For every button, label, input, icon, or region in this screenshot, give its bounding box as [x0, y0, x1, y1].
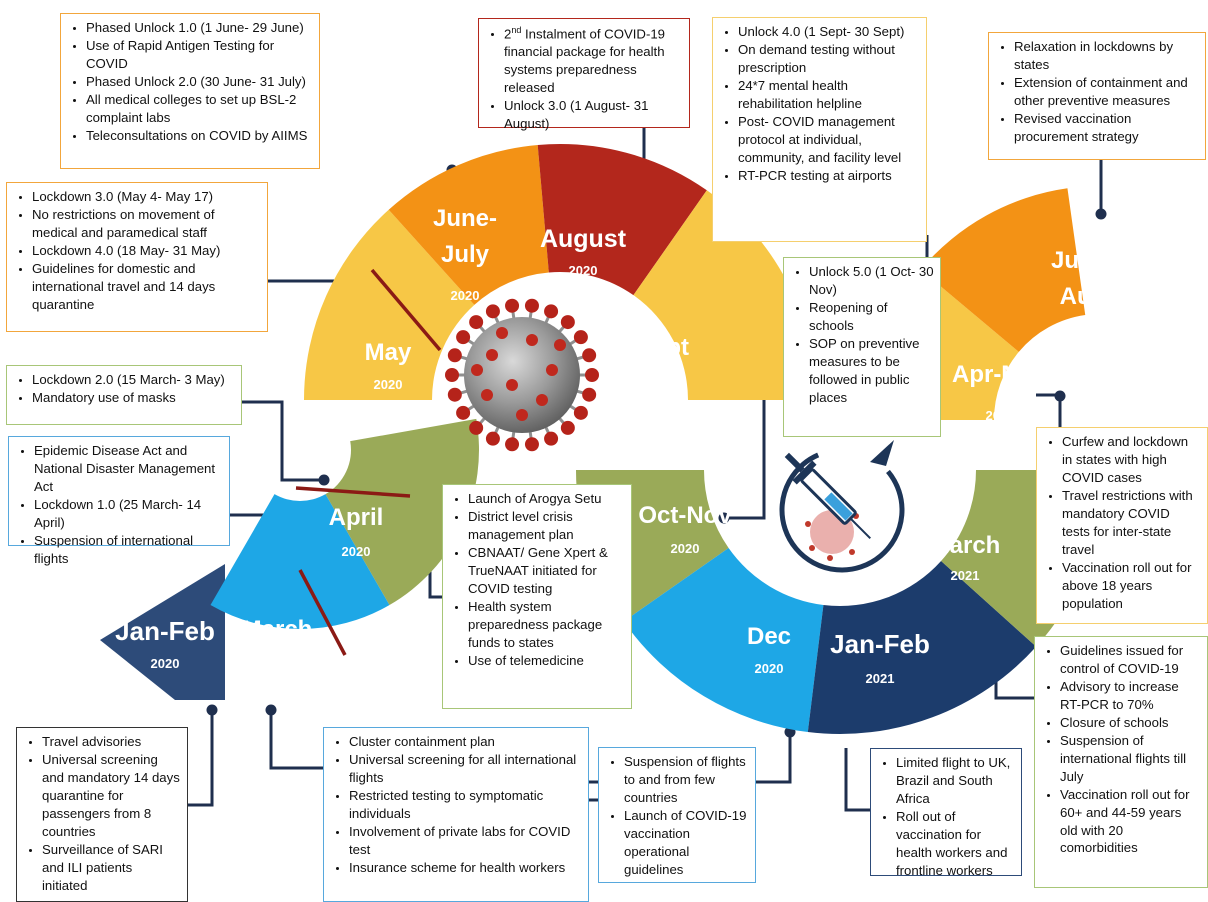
may-2020-box: Lockdown 3.0 (May 4- May 17)No restricti… — [6, 182, 268, 332]
list-item: Travel restrictions with mandatory COVID… — [1062, 487, 1201, 559]
list-item: Universal screening for all internationa… — [349, 751, 582, 787]
list-item: Use of telemedicine — [468, 652, 625, 670]
vaccine-syringe-icon — [779, 440, 905, 573]
list-item: 24*7 mental health rehabilitation helpli… — [738, 77, 920, 113]
list-item: Surveillance of SARI and ILI patients in… — [42, 841, 181, 895]
list-item: Suspension of international flights — [34, 532, 223, 568]
list-item: Curfew and lockdown in states with high … — [1062, 433, 1201, 487]
list-item: Involvement of private labs for COVID te… — [349, 823, 582, 859]
august-2020-item: 2nd Instalment of COVID-19 financial pac… — [504, 24, 683, 97]
list-item: Post- COVID management protocol at indiv… — [738, 113, 920, 167]
segment-year-label: 2020 — [151, 656, 180, 671]
list-item: Cluster containment plan — [349, 733, 582, 751]
list-item: Launch of Arogya Setu — [468, 490, 625, 508]
june-aug-2021-box: Relaxation in lockdowns by statesExtensi… — [988, 32, 1206, 160]
list-item: Lockdown 2.0 (15 March- 3 May) — [32, 371, 235, 389]
list-item: Use of Rapid Antigen Testing for COVID — [86, 37, 313, 73]
segment-month-label: May — [365, 339, 412, 366]
list-item: Suspension of international flights till… — [1060, 732, 1201, 786]
list-item: Guidelines issued for control of COVID-1… — [1060, 642, 1201, 678]
list-item: Unlock 4.0 (1 Sept- 30 Sept) — [738, 23, 920, 41]
segment-year-label: 2021 — [951, 568, 980, 583]
april-2020-box: Launch of Arogya SetuDistrict level cris… — [442, 484, 632, 709]
segment-year-label: 2021 — [866, 671, 895, 686]
list-item: Restricted testing to symptomatic indivi… — [349, 787, 582, 823]
list-item: Vaccination roll out for above 18 years … — [1062, 559, 1201, 613]
segment-month-label: Dec — [747, 623, 791, 650]
list-item: Travel advisories — [42, 733, 181, 751]
coronavirus-icon — [445, 298, 599, 452]
segment-month-label: June- — [1051, 247, 1115, 274]
segment-month-label: Sept — [637, 334, 689, 361]
list-item: Reopening of schools — [809, 299, 934, 335]
list-item: Relaxation in lockdowns by states — [1014, 38, 1199, 74]
list-item: No restrictions on movement of medical a… — [32, 206, 261, 242]
list-item: Epidemic Disease Act and National Disast… — [34, 442, 223, 496]
sept-2020-box: Unlock 4.0 (1 Sept- 30 Sept)On demand te… — [712, 17, 927, 242]
segment-year-label: 2021 — [1069, 324, 1098, 339]
segment-month-label: Jan-Feb — [830, 629, 930, 659]
jan-feb-2020-box: Travel advisoriesUniversal screening and… — [16, 727, 188, 902]
list-item: Insurance scheme for health workers — [349, 859, 582, 877]
list-item: Roll out of vaccination for health worke… — [896, 808, 1015, 880]
segment-month-label: August — [540, 225, 627, 253]
list-item: Unlock 5.0 (1 Oct- 30 Nov) — [809, 263, 934, 299]
august-2020-box: 2nd Instalment of COVID-19 financial pac… — [478, 18, 690, 131]
jan-feb-2021-box: Limited flight to UK, Brazil and South A… — [870, 748, 1022, 878]
list-item: Phased Unlock 1.0 (1 June- 29 June) — [86, 19, 313, 37]
segment-month-label: Jan-Feb — [115, 616, 215, 646]
list-item: Guidelines for domestic and internationa… — [32, 260, 261, 314]
march-2020-box: Cluster containment planUniversal screen… — [323, 727, 589, 902]
april-lockdown-2020-box: Lockdown 2.0 (15 March- 3 May)Mandatory … — [6, 365, 242, 425]
segment-month-label: June- — [433, 205, 497, 232]
list-item: Health system preparedness package funds… — [468, 598, 625, 652]
segment-year-label: 2020 — [374, 377, 403, 392]
segment-labels: Jan-Feb2020March2020April2020May2020June… — [115, 205, 1115, 686]
list-item: Vaccination roll out for 60+ and 44-59 y… — [1060, 786, 1201, 858]
segment-month-label: Oct-Nov — [638, 502, 732, 529]
segment-year-label: 2020 — [649, 372, 678, 387]
list-item: Lockdown 3.0 (May 4- May 17) — [32, 188, 261, 206]
segment-month-label: July — [441, 241, 490, 268]
segment-month-label: April — [329, 504, 384, 531]
segment-month-label: March — [930, 532, 1001, 559]
segment-year-label: 2020 — [342, 544, 371, 559]
list-item: Universal screening and mandatory 14 day… — [42, 751, 181, 841]
list-item: All medical colleges to set up BSL-2 com… — [86, 91, 313, 127]
oct-nov-2020-box: Unlock 5.0 (1 Oct- 30 Nov)Reopening of s… — [783, 257, 941, 437]
list-item: Suspension of flights to and from few co… — [624, 753, 749, 807]
list-item: Lockdown 1.0 (25 March- 14 April) — [34, 496, 223, 532]
list-item: Lockdown 4.0 (18 May- 31 May) — [32, 242, 261, 260]
segment-year-label: 2020 — [755, 661, 784, 676]
segment-month-label: March — [242, 616, 313, 643]
list-item: Revised vaccination procurement strategy — [1014, 110, 1199, 146]
list-item: Phased Unlock 2.0 (30 June- 31 July) — [86, 73, 313, 91]
march-2021-box: Guidelines issued for control of COVID-1… — [1034, 636, 1208, 888]
segment-year-label: 2020 — [569, 263, 598, 278]
segment-year-label: 2020 — [451, 288, 480, 303]
list-item: District level crisis management plan — [468, 508, 625, 544]
list-item: Teleconsultations on COVID by AIIMS — [86, 127, 313, 145]
segment-year-label: 2020 — [671, 541, 700, 556]
list-item: Launch of COVID-19 vaccination operation… — [624, 807, 749, 879]
dec-2020-box: Suspension of flights to and from few co… — [598, 747, 756, 883]
apr-may-2021-box: Curfew and lockdown in states with high … — [1036, 427, 1208, 624]
list-item: Mandatory use of masks — [32, 389, 235, 407]
list-item: On demand testing without prescription — [738, 41, 920, 77]
list-item: CBNAAT/ Gene Xpert & TrueNAAT initiated … — [468, 544, 625, 598]
list-item: Limited flight to UK, Brazil and South A… — [896, 754, 1015, 808]
list-item: Advisory to increase RT-PCR to 70% — [1060, 678, 1201, 714]
list-item: Extension of containment and other preve… — [1014, 74, 1199, 110]
august-2020-item: Unlock 3.0 (1 August- 31 August) — [504, 97, 683, 133]
list-item: RT-PCR testing at airports — [738, 167, 920, 185]
segment-month-label: Apr-May — [952, 361, 1049, 388]
list-item: SOP on preventive measures to be followe… — [809, 335, 934, 407]
segment-year-label: 2020 — [263, 654, 292, 669]
march-acts-2020-box: Epidemic Disease Act and National Disast… — [8, 436, 230, 566]
segment-year-label: 2021 — [986, 408, 1015, 423]
list-item: Closure of schools — [1060, 714, 1201, 732]
segment-month-label: Aug — [1060, 283, 1107, 310]
june-july-2020-box: Phased Unlock 1.0 (1 June- 29 June)Use o… — [60, 13, 320, 169]
